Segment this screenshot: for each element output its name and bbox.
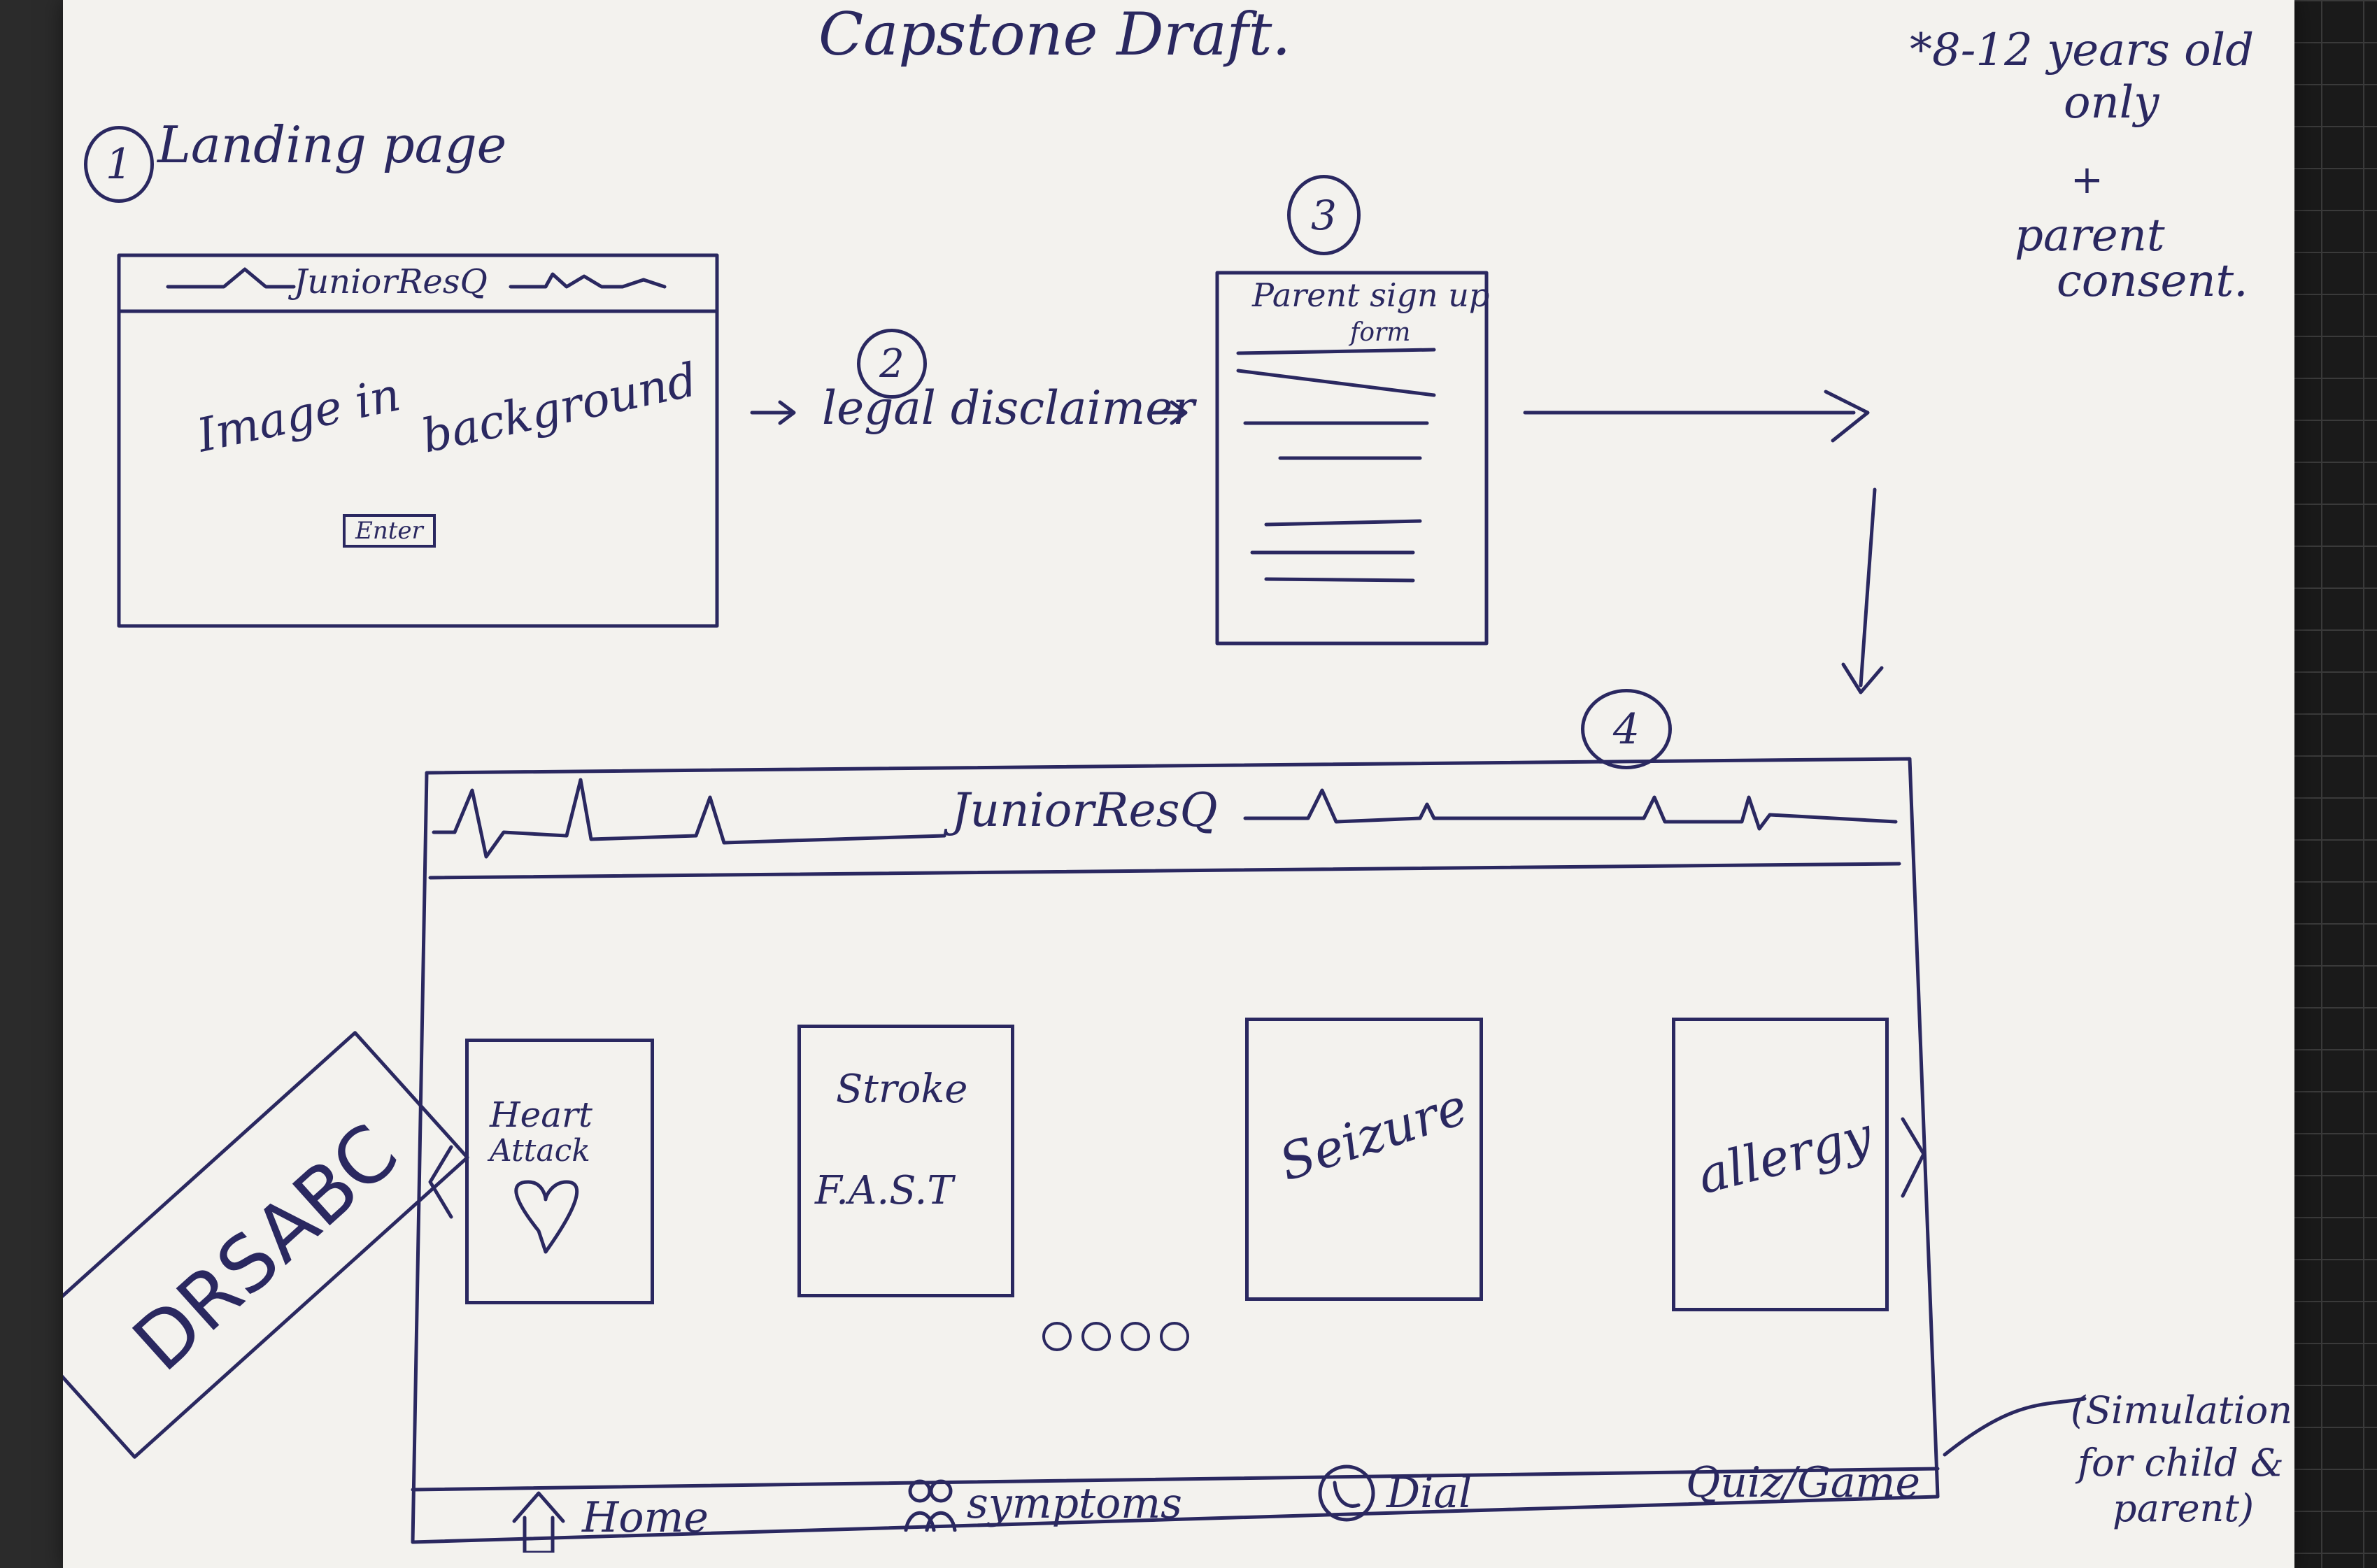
- card-seizure-label: Seizure: [1272, 1076, 1475, 1192]
- home-icon: [512, 1491, 565, 1553]
- nav-dial[interactable]: Dial: [1315, 1462, 1472, 1525]
- cutting-mat: [2279, 0, 2377, 1568]
- landing-window-title: JuniorResQ: [294, 262, 488, 301]
- arrow-3-head: [1824, 390, 1870, 443]
- nav-quiz-game-label: Quiz/Game: [1686, 1458, 1920, 1507]
- card-allergy[interactable]: allergy: [1672, 1018, 1889, 1311]
- enter-button[interactable]: Enter: [343, 514, 436, 548]
- bottom-nav-line: [411, 1467, 1940, 1492]
- card-stroke-label-1: Stroke: [836, 1067, 968, 1112]
- drsabc-stamp-frame: [63, 1031, 469, 1459]
- phone-icon: [1318, 1464, 1375, 1522]
- sim-note-line3: parent): [2113, 1486, 2255, 1530]
- age-note-line5: consent.: [2057, 255, 2248, 307]
- people-icon: [904, 1479, 957, 1532]
- arrow-4: [1859, 487, 1877, 687]
- main-window-title: JuniorResQ: [951, 783, 1218, 837]
- nav-quiz-game[interactable]: Quiz/Game: [1686, 1458, 1920, 1507]
- nav-dial-label: Dial: [1386, 1469, 1473, 1518]
- page-title: Capstone Draft.: [818, 0, 1291, 69]
- sketch-lines: [63, 253, 2087, 1544]
- card-allergy-label: allergy: [1691, 1105, 1878, 1206]
- carousel-right-arrow: [1901, 1117, 1926, 1198]
- nav-symptoms[interactable]: symptoms: [902, 1476, 1182, 1532]
- pager-dot[interactable]: [1160, 1322, 1189, 1351]
- nav-symptoms-label: symptoms: [967, 1479, 1182, 1528]
- step-3-number: 3: [1287, 175, 1361, 255]
- landing-window-frame: [117, 253, 719, 628]
- card-heart-attack-label-2: Attack: [490, 1133, 590, 1169]
- step-2-label: legal disclaimer: [822, 381, 1195, 435]
- arrow-4-head: [1841, 662, 1884, 694]
- heart-icon: [514, 1180, 579, 1254]
- signup-form-subtitle: form: [1350, 318, 1411, 347]
- main-title-bar-line: [428, 862, 1901, 880]
- sim-note-line1: (Simulation: [2071, 1388, 2293, 1432]
- step-4-number: 4: [1581, 689, 1672, 769]
- pager-dot[interactable]: [1042, 1322, 1072, 1351]
- landing-heartbeat-right: [509, 272, 667, 289]
- sim-note-line2: for child &: [2078, 1441, 2284, 1485]
- card-seizure[interactable]: Seizure: [1245, 1018, 1483, 1301]
- main-heartbeat-right: [1243, 788, 1898, 831]
- age-note-line3: +: [2071, 157, 2103, 203]
- arrow-2-head: [1170, 400, 1188, 425]
- main-heartbeat-left: [432, 778, 946, 859]
- carousel-pager[interactable]: [1042, 1322, 1199, 1354]
- signup-form-title: Parent sign up: [1252, 276, 1490, 314]
- landing-heartbeat-left: [166, 267, 296, 289]
- step-1-label: Landing page: [157, 115, 507, 174]
- card-heart-attack[interactable]: Heart Attack: [465, 1039, 654, 1304]
- signup-form-frame: [1215, 271, 1489, 646]
- pager-dot[interactable]: [1121, 1322, 1150, 1351]
- arrow-1-head: [778, 400, 796, 425]
- card-heart-attack-label-1: Heart: [490, 1095, 593, 1135]
- step-1-number: 1: [84, 126, 154, 203]
- sketch-paper: Capstone Draft. *8-12 years old only + p…: [63, 0, 2294, 1568]
- main-window-frame: [411, 757, 1940, 1544]
- age-note-line2: only: [2064, 77, 2159, 129]
- age-note-line1: *8-12 years old: [1910, 24, 2255, 76]
- nav-home-label: Home: [582, 1493, 709, 1542]
- sim-note-connector: [1943, 1397, 2087, 1457]
- age-note-line4: parent: [2015, 210, 2165, 262]
- card-stroke-label-2: F.A.S.T: [815, 1168, 953, 1213]
- pager-dot[interactable]: [1081, 1322, 1111, 1351]
- card-stroke[interactable]: Stroke F.A.S.T: [797, 1025, 1014, 1297]
- nav-home[interactable]: Home: [504, 1483, 709, 1553]
- carousel-left-arrow: [428, 1145, 453, 1219]
- step-2-number: 2: [857, 329, 927, 399]
